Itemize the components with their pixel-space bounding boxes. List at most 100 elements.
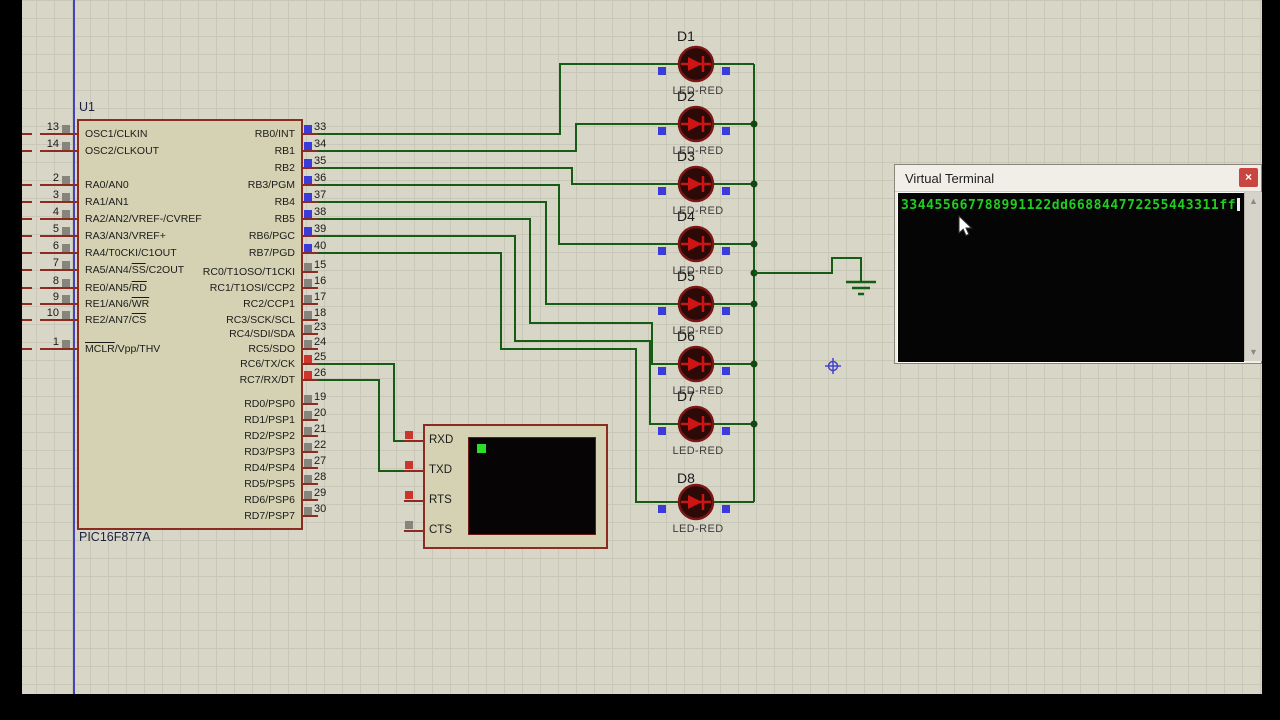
pin-label: RE1/AN6/WR — [85, 298, 150, 310]
letterbox-bottom — [0, 694, 1280, 720]
pin-number: 37 — [314, 189, 327, 201]
wire-junction-dot — [750, 360, 758, 368]
led-value: LED-RED — [672, 205, 724, 217]
scroll-up-icon[interactable]: ▲ — [1249, 196, 1258, 206]
wire-junction-dot — [750, 240, 758, 248]
pin-state-square — [62, 311, 70, 319]
pin-number: 23 — [314, 321, 327, 333]
pin-state-square — [304, 340, 312, 348]
pin-state-square — [304, 279, 312, 287]
scroll-down-icon[interactable]: ▼ — [1249, 347, 1258, 357]
pin-state-square — [405, 521, 413, 529]
led-value: LED-RED — [672, 85, 724, 97]
serial-terminal-screen — [468, 437, 596, 535]
wire-rb7-pgd[interactable] — [318, 252, 666, 503]
pin-label: RB1 — [274, 145, 295, 157]
led-value: LED-RED — [672, 445, 724, 457]
pin-number: 1 — [52, 336, 59, 348]
pin-number: 16 — [314, 275, 327, 287]
pin-state-square — [304, 125, 312, 133]
close-icon[interactable]: × — [1239, 168, 1258, 187]
pin-number: 17 — [314, 291, 327, 303]
sheet-border-line — [73, 0, 75, 720]
pin-label: RC5/SDO — [248, 343, 295, 355]
pin-label: RD5/PSP5 — [244, 478, 295, 490]
pin-number: 33 — [314, 121, 327, 133]
ground-wire[interactable] — [754, 257, 862, 281]
terminal-pin-label: TXD — [429, 464, 452, 476]
pin-number: 39 — [314, 223, 327, 235]
pin-label: RC3/SCK/SCL — [226, 314, 295, 326]
pin-number: 40 — [314, 240, 327, 252]
mouse-cursor-icon — [958, 215, 973, 237]
led-symbol-triangle — [688, 417, 702, 431]
pin-number: 2 — [52, 172, 59, 184]
pin-label: OSC2/CLKOUT — [85, 145, 160, 157]
pin-label: RC4/SDI/SDA — [229, 328, 295, 340]
pin-label: RD2/PSP2 — [244, 430, 295, 442]
wire-junction-dot — [750, 120, 758, 128]
wire-rb4[interactable] — [318, 201, 666, 305]
wire-rb5[interactable] — [318, 218, 666, 365]
wire-rc6-tx-ck[interactable] — [318, 363, 423, 442]
led-value: LED-RED — [672, 265, 724, 277]
wire-rb3-pgm[interactable] — [318, 184, 666, 245]
led-symbol-triangle — [688, 297, 702, 311]
pin-number: 36 — [314, 172, 327, 184]
pin-state-square — [304, 491, 312, 499]
led-pin-square — [722, 367, 730, 375]
virtual-terminal-titlebar[interactable]: Virtual Terminal × — [895, 165, 1261, 192]
pin-label: RA5/AN4/SS/C2OUT — [85, 264, 185, 276]
pin-state-square — [304, 193, 312, 201]
pin-state-square — [304, 371, 312, 379]
led-value: LED-RED — [672, 145, 724, 157]
pin-number: 34 — [314, 138, 327, 150]
led-symbol-triangle — [688, 495, 702, 509]
pin-label: RC2/CCP1 — [243, 298, 295, 310]
terminal-caret — [1237, 198, 1241, 211]
pin-label: RB4 — [274, 196, 295, 208]
serial-terminal-cursor-block — [477, 444, 486, 453]
wire-junction-dot — [750, 420, 758, 428]
pin-state-square — [62, 176, 70, 184]
wire-rc7-rx-dt[interactable] — [318, 379, 423, 472]
led-pin-square — [722, 505, 730, 513]
pin-state-square — [304, 311, 312, 319]
wire-rb2[interactable] — [318, 167, 666, 185]
virtual-terminal-output[interactable]: 334455667788991122dd668844772255443311ff — [897, 192, 1245, 363]
pic16f877a-chip[interactable] — [77, 119, 303, 530]
pin-number: 22 — [314, 439, 327, 451]
pin-label: RE2/AN7/CS — [85, 314, 147, 326]
pin-state-square — [405, 491, 413, 499]
led-reference: D6 — [677, 328, 695, 344]
pin-number: 30 — [314, 503, 327, 515]
virtual-terminal-text-line: 334455667788991122dd668844772255443311ff — [898, 193, 1241, 213]
pin-number: 7 — [52, 257, 59, 269]
pin-label: MCLR/Vpp/THV — [85, 343, 161, 355]
pin-label: RD4/PSP4 — [244, 462, 295, 474]
pin-state-square — [62, 340, 70, 348]
pin-number: 10 — [46, 307, 59, 319]
virtual-terminal-window[interactable]: Virtual Terminal × 334455667788991122dd6… — [894, 164, 1262, 364]
pin-label: RB7/PGD — [248, 247, 295, 259]
wire-rb6-pgc[interactable] — [318, 235, 666, 425]
led-reference: D5 — [677, 268, 695, 284]
pin-state-square — [304, 355, 312, 363]
led-symbol-triangle — [688, 357, 702, 371]
pin-state-square — [304, 210, 312, 218]
led-reference: D1 — [677, 28, 695, 44]
pin-label: RC1/T1OSI/CCP2 — [209, 282, 295, 294]
pin-number: 6 — [52, 240, 59, 252]
led-pin-square — [722, 427, 730, 435]
led-reference: D7 — [677, 388, 695, 404]
letterbox-right — [1262, 0, 1280, 720]
led-reference: D3 — [677, 148, 695, 164]
wire-rb0-int[interactable] — [318, 63, 666, 135]
led-symbol-triangle — [688, 117, 702, 131]
virtual-terminal-scrollbar[interactable]: ▲ ▼ — [1244, 192, 1262, 361]
pin-label: RA4/T0CKI/C1OUT — [85, 247, 177, 259]
wire-rb1[interactable] — [318, 123, 666, 152]
pin-state-square — [304, 159, 312, 167]
wire-junction-dot — [750, 300, 758, 308]
